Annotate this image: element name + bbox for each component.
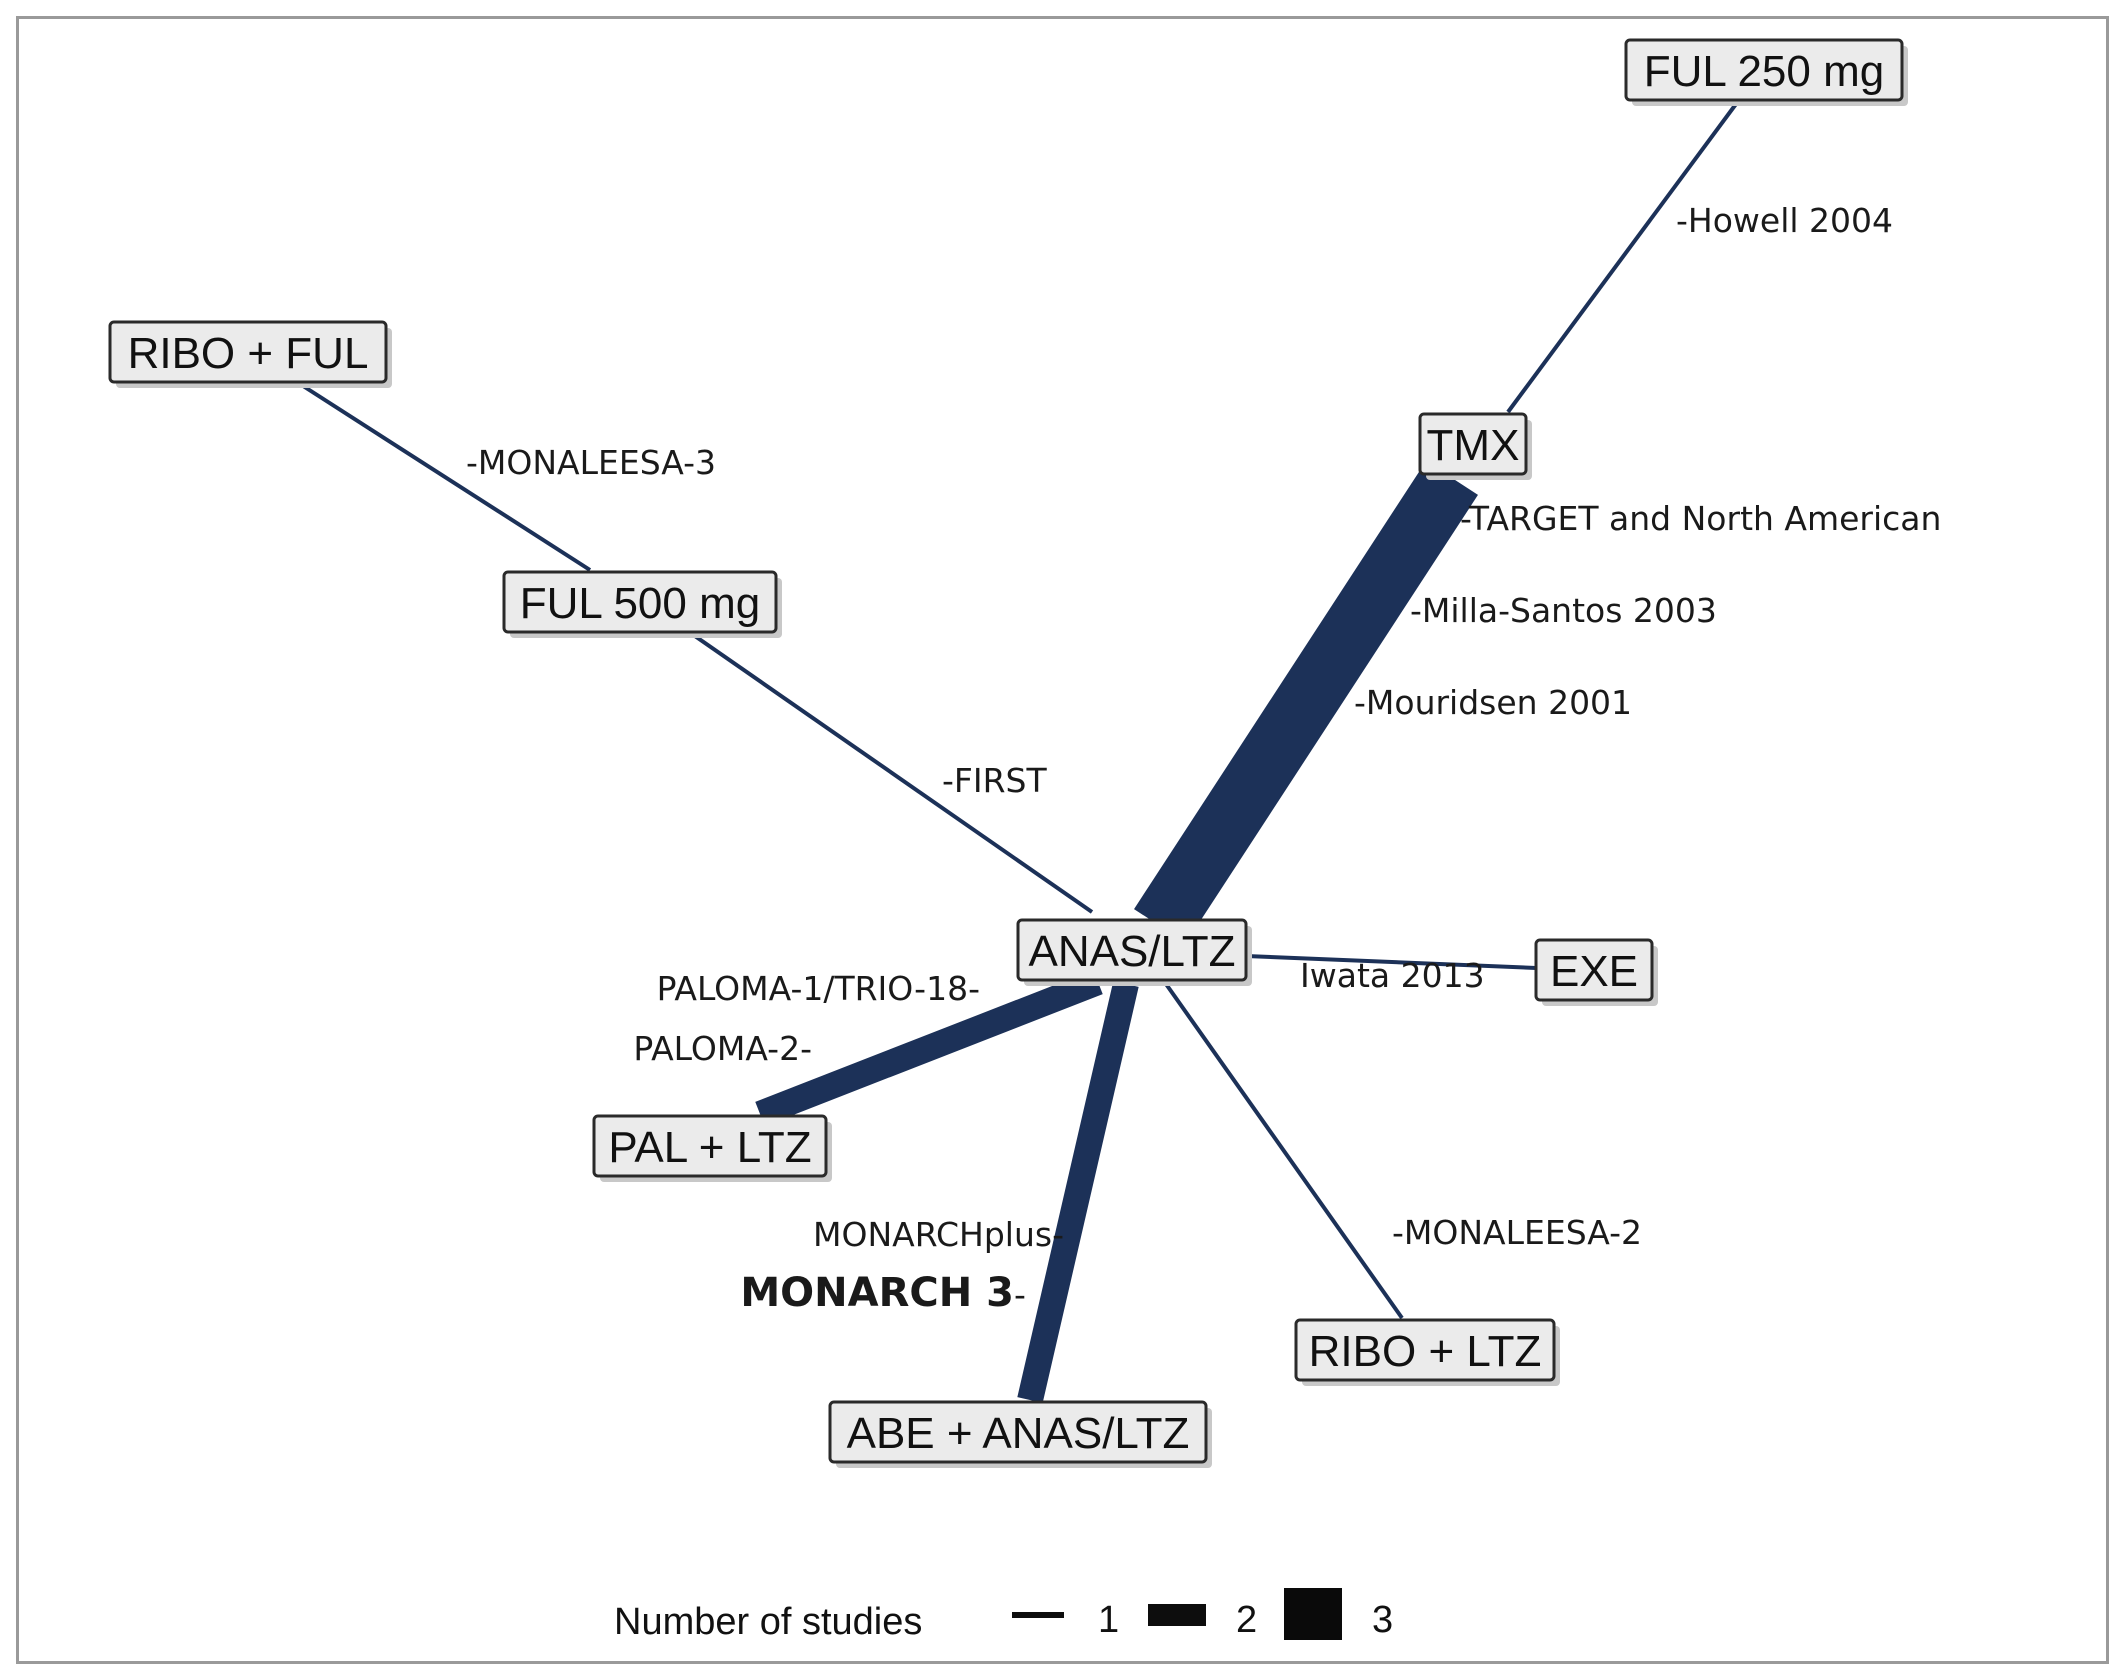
node-anas-ltz: ANAS/LTZ: [1016, 918, 1252, 986]
node-label-abe-anas-ltz: ABE + ANAS/LTZ: [847, 1409, 1190, 1458]
edges: [298, 102, 1738, 1403]
node-label-anas-ltz: ANAS/LTZ: [1028, 927, 1235, 976]
legend-swatch-2: [1148, 1604, 1206, 1626]
node-ribo-ful: RIBO + FUL: [108, 320, 392, 388]
edge-ful500-anas: [690, 632, 1094, 914]
study-label-target: -TARGET and North American: [1460, 499, 1941, 538]
study-label-first: -FIRST: [942, 761, 1047, 800]
node-pal-ltz: PAL + LTZ: [592, 1114, 832, 1182]
node-ful-250: FUL 250 mg: [1624, 38, 1908, 106]
study-label-howell: -Howell 2004: [1676, 201, 1893, 240]
study-label-monarch-3-dash: -: [1014, 1275, 1026, 1314]
legend-label-3: 3: [1372, 1599, 1393, 1641]
study-label-monarchplus: MONARCHplus-: [813, 1215, 1064, 1254]
node-label-ful-500: FUL 500 mg: [520, 579, 760, 628]
study-label-paloma-1: PALOMA-1/TRIO-18-: [657, 969, 980, 1008]
study-label-milla-santos: -Milla-Santos 2003: [1410, 591, 1717, 630]
node-label-exe: EXE: [1550, 947, 1638, 996]
node-label-pal-ltz: PAL + LTZ: [608, 1123, 811, 1172]
legend: Number of studies 1 2 3: [614, 1588, 1393, 1643]
figure-frame: [16, 16, 2109, 1664]
legend-label-1: 1: [1098, 1599, 1119, 1641]
edge-anas-abe: [1017, 981, 1139, 1403]
edge-anas-pal: [755, 969, 1103, 1127]
legend-swatch-1: [1012, 1612, 1064, 1618]
node-ful-500: FUL 500 mg: [502, 570, 782, 638]
study-labels: -Howell 2004 -MONALEESA-3 -TARGET and No…: [466, 201, 1941, 1316]
study-label-paloma-2: PALOMA-2-: [633, 1029, 812, 1068]
node-label-ribo-ful: RIBO + FUL: [128, 329, 369, 378]
edge-anas-exe: [1245, 954, 1537, 970]
edge-ful250-tmx: [1506, 102, 1738, 414]
edge-tmx-anas: [1134, 461, 1478, 943]
study-label-mouridsen: -Mouridsen 2001: [1354, 683, 1632, 722]
study-label-iwata: Iwata 2013: [1300, 956, 1485, 995]
node-ribo-ltz: RIBO + LTZ: [1294, 1318, 1560, 1386]
edge-anas-ribo_ltz: [1164, 982, 1404, 1320]
legend-swatch-3: [1284, 1588, 1342, 1640]
edge-ribo_ful-ful500: [298, 382, 592, 572]
node-tmx: TMX: [1418, 412, 1532, 480]
node-label-tmx: TMX: [1427, 421, 1520, 470]
node-label-ribo-ltz: RIBO + LTZ: [1309, 1327, 1542, 1376]
study-label-monaleesa-3: -MONALEESA-3: [466, 443, 716, 482]
legend-title: Number of studies: [614, 1601, 922, 1643]
node-abe-anas-ltz: ABE + ANAS/LTZ: [828, 1400, 1212, 1468]
legend-label-2: 2: [1236, 1599, 1257, 1641]
nodes: FUL 250 mg RIBO + FUL TMX FUL 500 mg ANA…: [108, 38, 1908, 1468]
node-label-ful-250: FUL 250 mg: [1644, 47, 1884, 96]
study-label-monarch-3: MONARCH 3: [740, 1270, 1014, 1316]
node-exe: EXE: [1534, 938, 1658, 1006]
study-label-monaleesa-2: -MONALEESA-2: [1392, 1213, 1642, 1252]
